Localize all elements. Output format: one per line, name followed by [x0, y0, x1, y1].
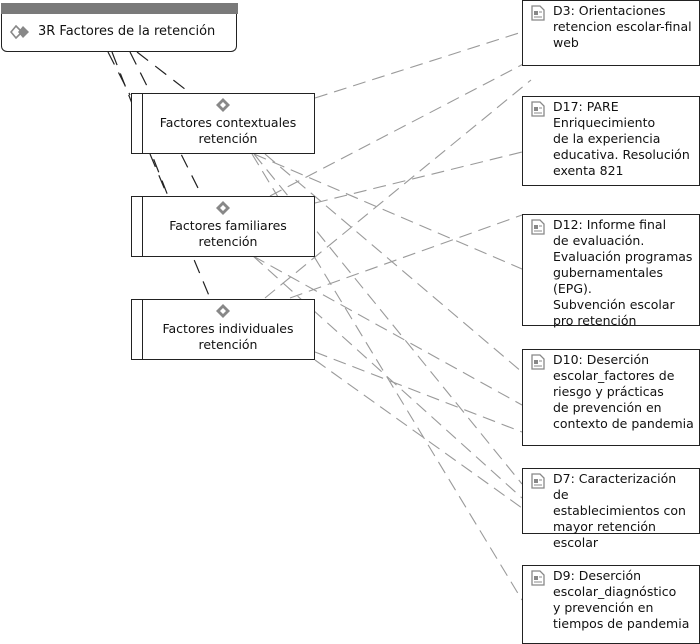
root-link	[136, 51, 191, 94]
document-icon	[531, 354, 545, 370]
code-group-icon	[10, 24, 29, 39]
code-document-link	[252, 255, 523, 499]
code-group-label: 3R Factores de la retención	[38, 24, 216, 39]
code-group-header-bar	[1, 3, 238, 14]
code-icon	[216, 201, 230, 215]
code-icon	[216, 304, 230, 318]
code-document-link	[269, 59, 532, 197]
code-document-link	[314, 359, 523, 509]
code-document-link	[314, 351, 523, 433]
code-document-link	[314, 31, 523, 99]
document-icon	[531, 101, 545, 117]
code-icon	[216, 98, 230, 112]
code-group-node[interactable]: 3R Factores de la retención	[1, 3, 238, 52]
code-document-link	[253, 153, 523, 270]
root-link	[107, 51, 131, 96]
code-document-link	[264, 153, 523, 373]
code-document-link	[314, 151, 523, 204]
code-document-link	[264, 79, 532, 299]
document-icon	[531, 219, 545, 235]
document-icon	[531, 5, 545, 21]
code-document-link	[289, 214, 523, 299]
code-document-link	[252, 255, 523, 406]
document-icon	[531, 473, 545, 489]
document-icon	[531, 570, 545, 586]
